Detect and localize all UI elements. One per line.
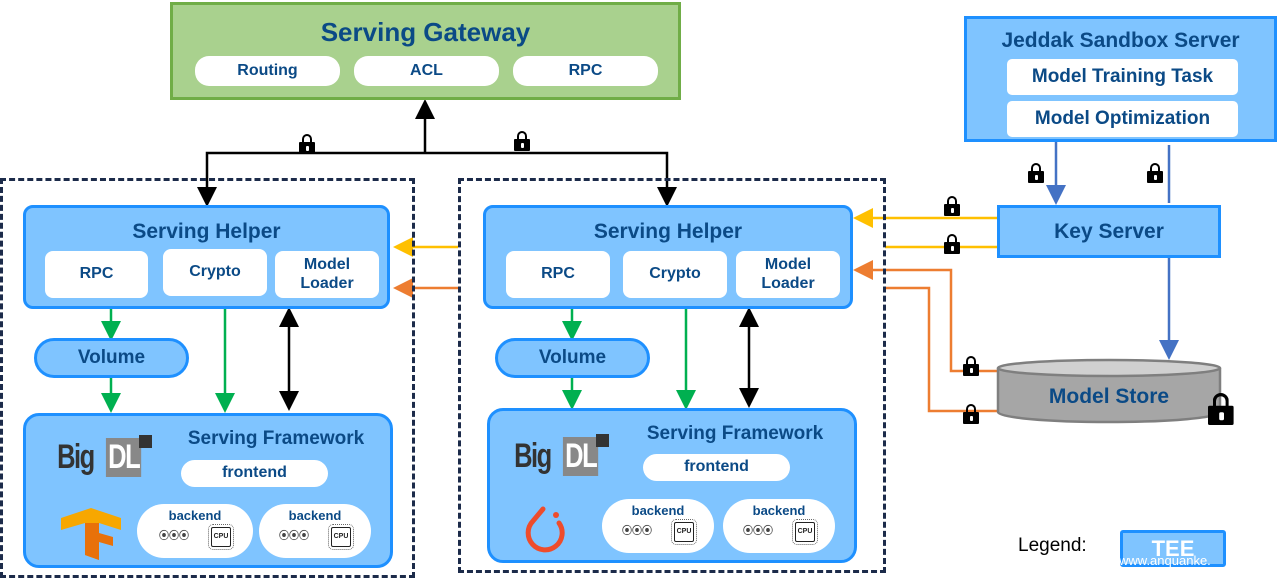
backend-icons: ⦿⦿⦿ CPU — [159, 523, 234, 550]
left-internal-arrows — [101, 307, 299, 413]
serving-gateway: Serving Gateway Routing ACL RPC — [170, 2, 681, 100]
lock-icon — [1147, 163, 1163, 183]
backend-label: backend — [752, 503, 806, 518]
sandbox-arrows — [1046, 141, 1179, 360]
right-serving-framework: Serving Framework Big DL frontend backend… — [487, 408, 857, 563]
tensorflow-logo — [61, 508, 121, 560]
neural-network-icon: ⦿⦿⦿ — [622, 526, 652, 538]
key-arrows — [393, 208, 997, 257]
gateway-acl: ACL — [354, 56, 499, 86]
neural-network-icon: ⦿⦿⦿ — [279, 531, 309, 543]
right-backend-1: backend ⦿⦿⦿ CPU — [602, 499, 714, 553]
left-serving-helper: Serving Helper RPC Crypto Model Loader — [23, 205, 390, 309]
backend-label: backend — [168, 508, 222, 523]
left-helper-crypto: Crypto — [163, 249, 267, 296]
bigdl-logo: Big DL — [508, 434, 609, 476]
lock-icon — [514, 131, 530, 151]
lock-icon — [944, 196, 960, 216]
left-helper-model-loader: Model Loader — [275, 251, 379, 298]
gateway-title: Serving Gateway — [320, 17, 531, 47]
right-internal-arrows — [562, 307, 759, 410]
right-helper-model-loader: Model Loader — [736, 251, 840, 298]
right-volume: Volume — [495, 338, 650, 378]
backend-label: backend — [631, 503, 685, 518]
model-store-lock-icon — [1208, 393, 1234, 425]
sandbox-server: Jeddak Sandbox Server Model Training Tas… — [964, 16, 1277, 142]
legend-tee-label: TEE — [1151, 535, 1195, 561]
left-backend-2: backend ⦿⦿⦿ CPU — [259, 504, 371, 558]
legend-label: Legend: — [1018, 535, 1087, 556]
left-volume-label: Volume — [77, 347, 146, 368]
key-server: Key Server — [997, 205, 1221, 258]
tee-right — [458, 178, 886, 573]
cpu-icon: CPU — [792, 518, 818, 545]
right-volume-label: Volume — [538, 347, 607, 368]
right-frontend: frontend — [643, 454, 790, 481]
right-framework-title: Serving Framework — [646, 423, 824, 444]
lock-icon — [944, 234, 960, 254]
watermark: www.anquanke. — [1119, 553, 1211, 568]
bigdl-logo-square — [596, 434, 609, 447]
bigdl-logo-dl: DL — [562, 437, 599, 476]
lock-icon — [1028, 163, 1044, 183]
left-serving-framework: Serving Framework Big DL frontend backend… — [23, 413, 393, 568]
right-helper-rpc: RPC — [506, 251, 610, 298]
left-helper-rpc: RPC — [45, 251, 148, 298]
backend-icons: ⦿⦿⦿ CPU — [743, 518, 818, 545]
key-server-title: Key Server — [1054, 219, 1164, 243]
legend: Legend: — [1018, 535, 1087, 557]
neural-network-icon: ⦿⦿⦿ — [159, 531, 189, 543]
cpu-icon: CPU — [328, 523, 354, 550]
pytorch-logo — [525, 506, 565, 553]
gateway-routing: Routing — [195, 56, 340, 86]
neural-network-icon: ⦿⦿⦿ — [743, 526, 773, 538]
gateway-connector — [197, 99, 677, 207]
right-serving-helper: Serving Helper RPC Crypto Model Loader — [483, 205, 853, 309]
sandbox-optimization: Model Optimization — [1007, 101, 1238, 137]
model-store-title: Model Store — [1048, 385, 1170, 408]
left-framework-title: Serving Framework — [187, 428, 365, 449]
gateway-rpc: RPC — [513, 56, 658, 86]
bigdl-logo-big: Big — [514, 437, 552, 475]
backend-icons: ⦿⦿⦿ CPU — [279, 523, 354, 550]
left-volume: Volume — [34, 338, 189, 378]
left-backend-1: backend ⦿⦿⦿ CPU — [137, 504, 253, 558]
sandbox-title: Jeddak Sandbox Server — [1001, 29, 1240, 52]
cpu-icon: CPU — [208, 523, 234, 550]
right-helper-crypto: Crypto — [623, 251, 727, 298]
tee-left — [0, 178, 415, 578]
bigdl-logo: Big DL — [51, 435, 152, 477]
lock-icon — [963, 356, 979, 376]
backend-label: backend — [288, 508, 342, 523]
right-backend-2: backend ⦿⦿⦿ CPU — [723, 499, 835, 553]
bigdl-logo-square — [139, 435, 152, 448]
cpu-icon: CPU — [671, 518, 697, 545]
legend-tee-swatch: TEE — [1120, 530, 1226, 567]
sandbox-training-task: Model Training Task — [1007, 59, 1238, 95]
lock-icon — [963, 404, 979, 424]
cylinder-shape — [996, 358, 1222, 424]
backend-icons: ⦿⦿⦿ CPU — [622, 518, 697, 545]
left-frontend: frontend — [181, 460, 328, 487]
lock-icon — [299, 134, 315, 154]
bigdl-logo-big: Big — [57, 438, 95, 476]
left-helper-title: Serving Helper — [132, 220, 281, 243]
bigdl-logo-dl: DL — [105, 438, 142, 477]
right-helper-title: Serving Helper — [593, 220, 743, 243]
model-store: Model Store — [996, 358, 1222, 424]
